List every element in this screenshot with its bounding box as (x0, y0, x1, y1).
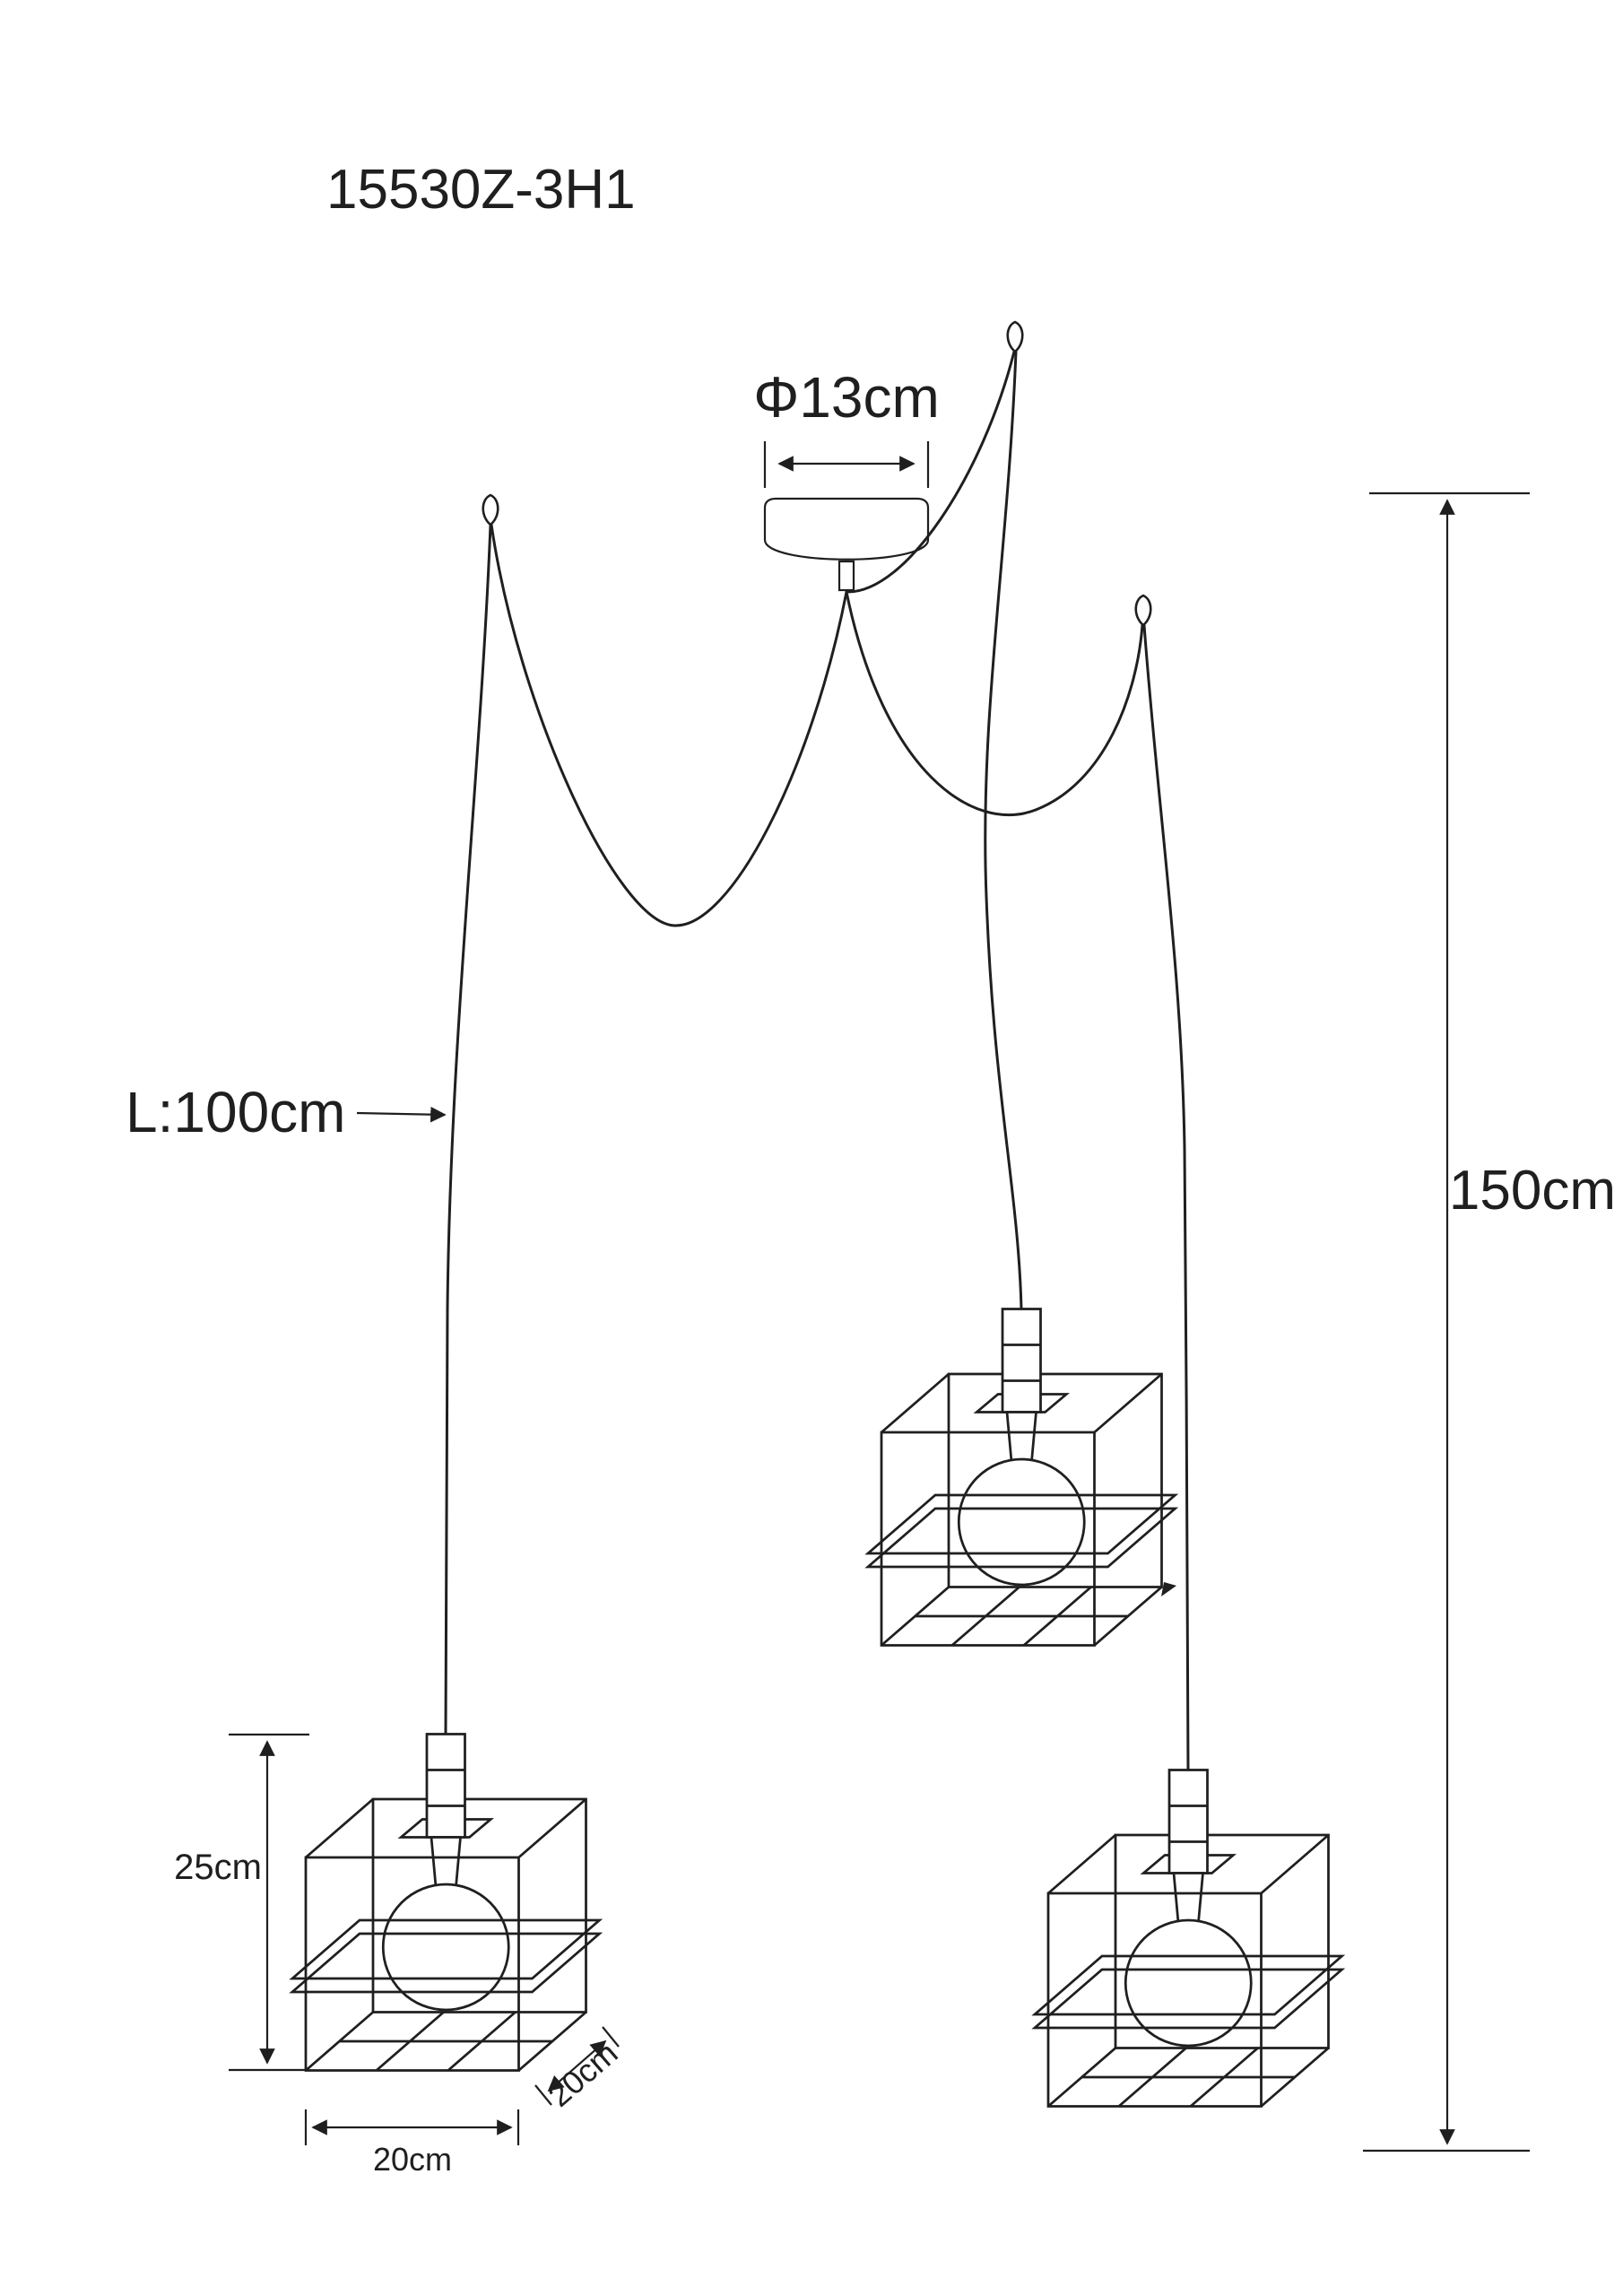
canopy-diameter-dimension (763, 441, 930, 488)
overall-height-label: 150cm (1449, 1160, 1616, 1222)
small-arrow-artifact (1161, 1582, 1176, 1596)
cage-shade-left (291, 1733, 601, 2072)
shade-depth-label: 20cm (541, 2034, 624, 2114)
cord-right-swag (845, 590, 1144, 817)
shade-width-label: 20cm (373, 2141, 452, 2178)
ceiling-hook-middle (1006, 320, 1024, 353)
cord-middle-drop (984, 350, 1023, 1311)
shade-depth-dimension (534, 2026, 620, 2106)
canopy-stem (838, 560, 855, 592)
model-number-label: 15530Z-3H1 (326, 159, 636, 221)
cord-length-label: L:100cm (126, 1080, 345, 1144)
ceiling-hook-right (1134, 594, 1152, 627)
shade-width-dimension (304, 2109, 520, 2145)
cage-shade-middle (866, 1308, 1176, 1647)
dim-tick (763, 441, 930, 488)
overall-height-dimension (1363, 491, 1530, 2152)
cord-middle-swag (845, 350, 1016, 594)
dim-arrow-line (547, 2039, 607, 2092)
shade-height-dimension (229, 1733, 309, 2072)
canopy-body (763, 497, 930, 561)
cord-left-swag (490, 523, 848, 927)
cord-right-drop (1142, 623, 1190, 1772)
dim-tick (534, 2026, 620, 2106)
ceiling-hook-left (482, 493, 499, 526)
suspension-cords (444, 350, 1190, 1772)
ceiling-canopy (763, 497, 930, 592)
cord-left-drop (444, 523, 492, 1736)
cage-shade-right (1033, 1769, 1343, 2108)
shade-height-label: 25cm (174, 1848, 262, 1887)
canopy-diameter-label: Φ13cm (753, 365, 940, 430)
cord-length-pointer (356, 1106, 447, 1123)
dim-tick (304, 2109, 520, 2145)
